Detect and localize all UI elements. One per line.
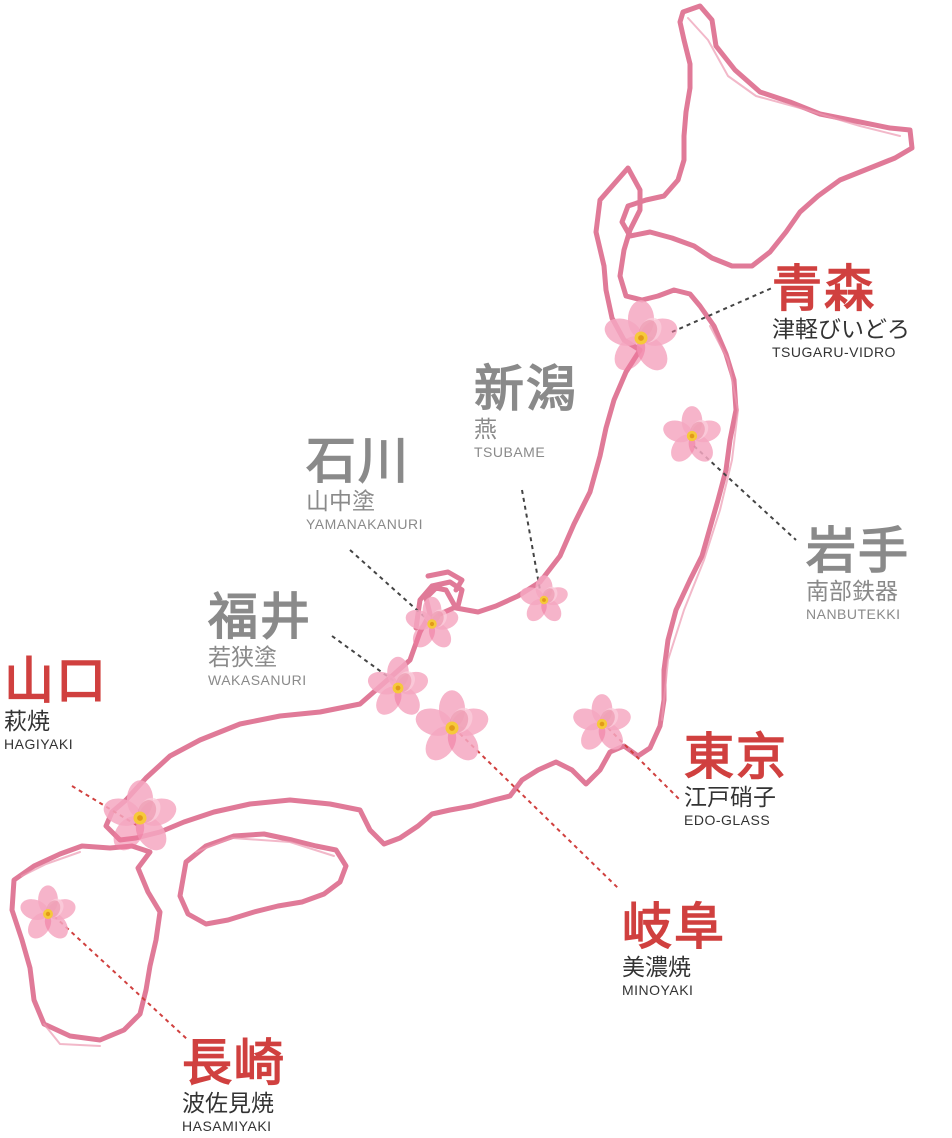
label-fukui[interactable]: 福井 若狭塗 WAKASANURI bbox=[208, 587, 312, 689]
niigata-blossom-icon[interactable] bbox=[517, 575, 571, 626]
craft-romaji: WAKASANURI bbox=[208, 672, 307, 688]
craft-name: 波佐見焼 bbox=[182, 1091, 274, 1117]
craft-romaji: HASAMIYAKI bbox=[182, 1118, 272, 1134]
prefecture-name: 岩手 bbox=[806, 521, 910, 580]
nagasaki-blossom-icon[interactable] bbox=[17, 885, 79, 943]
craft-name: 南部鉄器 bbox=[806, 579, 898, 605]
prefecture-name: 青森 bbox=[772, 259, 876, 318]
label-niigata[interactable]: 新潟 燕 TSUBAME bbox=[474, 359, 578, 461]
noto-peninsula-outline bbox=[413, 579, 465, 631]
craft-romaji: HAGIYAKI bbox=[4, 736, 74, 752]
label-yamaguchi[interactable]: 山口 萩焼 HAGIYAKI bbox=[4, 651, 108, 753]
gifu-leader-line bbox=[453, 727, 619, 889]
prefecture-name: 東京 bbox=[684, 727, 788, 786]
label-gifu[interactable]: 岐阜 美濃焼 MINOYAKI bbox=[622, 897, 726, 999]
aomori-leader-line bbox=[671, 287, 773, 333]
iwate-leader-line bbox=[693, 445, 797, 541]
honshu-outline bbox=[103, 165, 739, 847]
hokkaido-outline bbox=[619, 3, 915, 269]
prefecture-name: 岐阜 bbox=[622, 897, 726, 956]
craft-romaji: TSUGARU-VIDRO bbox=[772, 344, 896, 360]
sado-island-outline bbox=[425, 569, 465, 593]
craft-romaji: NANBUTEKKI bbox=[806, 606, 901, 622]
craft-name: 津軽びいどろ bbox=[772, 317, 910, 343]
label-aomori[interactable]: 青森 津軽びいどろ TSUGARU-VIDRO bbox=[772, 259, 910, 361]
kyushu-outline bbox=[9, 843, 163, 1043]
niigata-leader-line bbox=[521, 489, 541, 591]
label-ishikawa[interactable]: 石川 山中塗 YAMANAKANURI bbox=[306, 431, 423, 533]
fukui-blossom-icon[interactable] bbox=[364, 656, 432, 720]
yamaguchi-blossom-icon[interactable] bbox=[100, 780, 180, 857]
label-nagasaki[interactable]: 長崎 波佐見焼 HASAMIYAKI bbox=[182, 1033, 286, 1135]
label-tokyo[interactable]: 東京 江戸硝子 EDO-GLASS bbox=[684, 727, 788, 829]
prefecture-name: 福井 bbox=[208, 587, 312, 646]
craft-name: 萩焼 bbox=[4, 709, 50, 735]
craft-name: 燕 bbox=[474, 417, 497, 443]
prefecture-name: 新潟 bbox=[474, 359, 578, 418]
craft-romaji: MINOYAKI bbox=[622, 982, 694, 998]
craft-name: 若狭塗 bbox=[208, 645, 277, 671]
fukui-leader-line bbox=[331, 635, 399, 685]
craft-name: 江戸硝子 bbox=[684, 785, 776, 811]
craft-romaji: YAMANAKANURI bbox=[306, 516, 423, 532]
iwate-blossom-icon[interactable] bbox=[660, 406, 724, 467]
ishikawa-leader-line bbox=[349, 549, 429, 621]
shikoku-outline bbox=[177, 831, 349, 927]
craft-romaji: TSUBAME bbox=[474, 444, 546, 460]
label-iwate[interactable]: 岩手 南部鉄器 NANBUTEKKI bbox=[806, 521, 910, 623]
craft-name: 美濃焼 bbox=[622, 955, 691, 981]
craft-name: 山中塗 bbox=[306, 489, 375, 515]
prefecture-name: 山口 bbox=[4, 651, 108, 710]
prefecture-name: 石川 bbox=[306, 431, 410, 490]
gifu-blossom-icon[interactable] bbox=[412, 690, 492, 767]
craft-romaji: EDO-GLASS bbox=[684, 812, 771, 828]
nagasaki-leader-line bbox=[53, 915, 189, 1041]
prefecture-name: 長崎 bbox=[182, 1033, 286, 1092]
